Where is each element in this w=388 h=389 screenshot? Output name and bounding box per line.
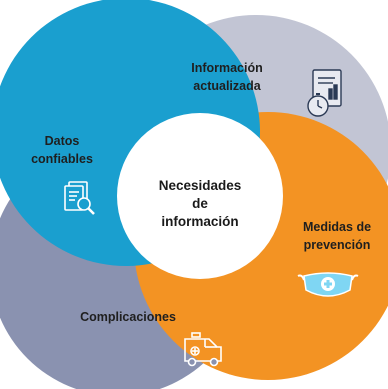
segment-informacion-label: Información actualizada <box>191 61 263 93</box>
segment-medidas-label: Medidas de prevención <box>302 220 372 252</box>
document-magnifier-icon <box>64 181 95 215</box>
report-stopwatch-icon <box>307 69 342 117</box>
segment-complicaciones-label: Complicaciones <box>80 310 176 324</box>
center-label: Necesidades de información <box>158 178 242 230</box>
segment-datos-label: Datos confiables <box>31 134 93 166</box>
face-mask-icon <box>297 272 359 297</box>
ambulance-icon <box>184 332 222 367</box>
center-hub <box>117 113 283 279</box>
